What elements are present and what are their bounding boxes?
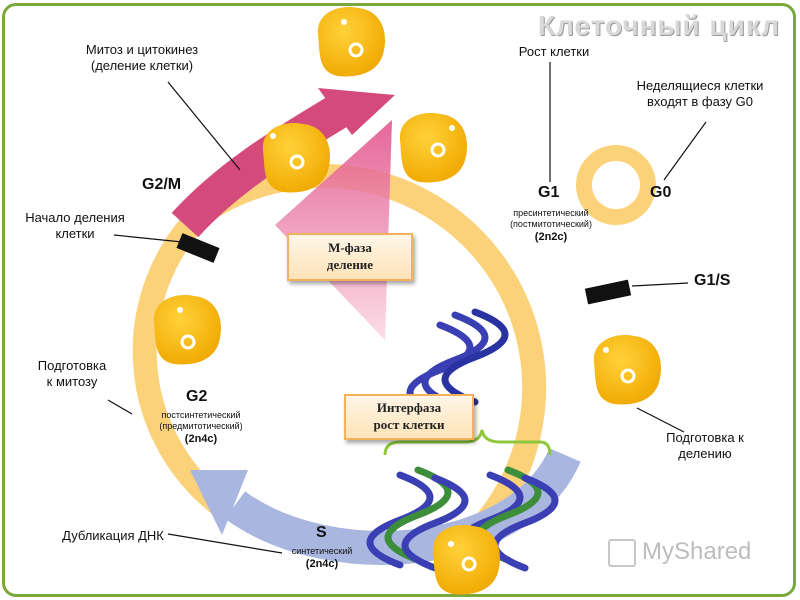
watermark-logo-icon bbox=[608, 538, 636, 567]
phase-g2-desc: постсинтетический(предмитотический) (2n4… bbox=[159, 410, 243, 445]
phase-g1-desc: пресинтетический(постмитотический) (2n2c… bbox=[510, 208, 592, 243]
phase-g1s: G1/S bbox=[694, 272, 731, 289]
phase-g0: G0 bbox=[650, 184, 672, 201]
cell-upper-left bbox=[262, 123, 330, 193]
interphase-bracket bbox=[383, 429, 552, 456]
m-phase-arrowhead bbox=[318, 88, 395, 135]
leader-lines bbox=[107, 62, 707, 554]
m-phase-triangle bbox=[275, 120, 392, 340]
s-phase-arrowhead bbox=[190, 470, 248, 535]
phase-g2: G2 bbox=[186, 388, 208, 405]
checkpoint-g2m bbox=[176, 233, 220, 263]
g0-loop bbox=[576, 145, 656, 225]
cell-upper-right bbox=[399, 113, 467, 183]
phase-g2m: G2/M bbox=[142, 176, 182, 193]
cell-top bbox=[317, 7, 385, 77]
cell-right bbox=[593, 335, 661, 405]
phase-s-desc: синтетический (2n4c) bbox=[291, 546, 353, 570]
dna-helix-left bbox=[366, 466, 469, 572]
dna-dup-label: Дубликация ДНК bbox=[62, 528, 164, 543]
slide-frame bbox=[2, 3, 796, 597]
phase-s: S bbox=[316, 524, 327, 541]
cycle-ring-left bbox=[132, 206, 228, 515]
cell-left bbox=[153, 295, 221, 365]
watermark: MyShared bbox=[608, 538, 751, 567]
slide-title: Клеточный цикл bbox=[537, 10, 780, 41]
growth-label: Рост клетки bbox=[518, 44, 590, 59]
checkpoint-g1s bbox=[584, 279, 632, 305]
phase-g1: G1 bbox=[538, 184, 560, 201]
cell-bottom bbox=[432, 525, 500, 595]
mitosis-label: Митоз и цитокинез(деление клетки) bbox=[85, 42, 199, 73]
